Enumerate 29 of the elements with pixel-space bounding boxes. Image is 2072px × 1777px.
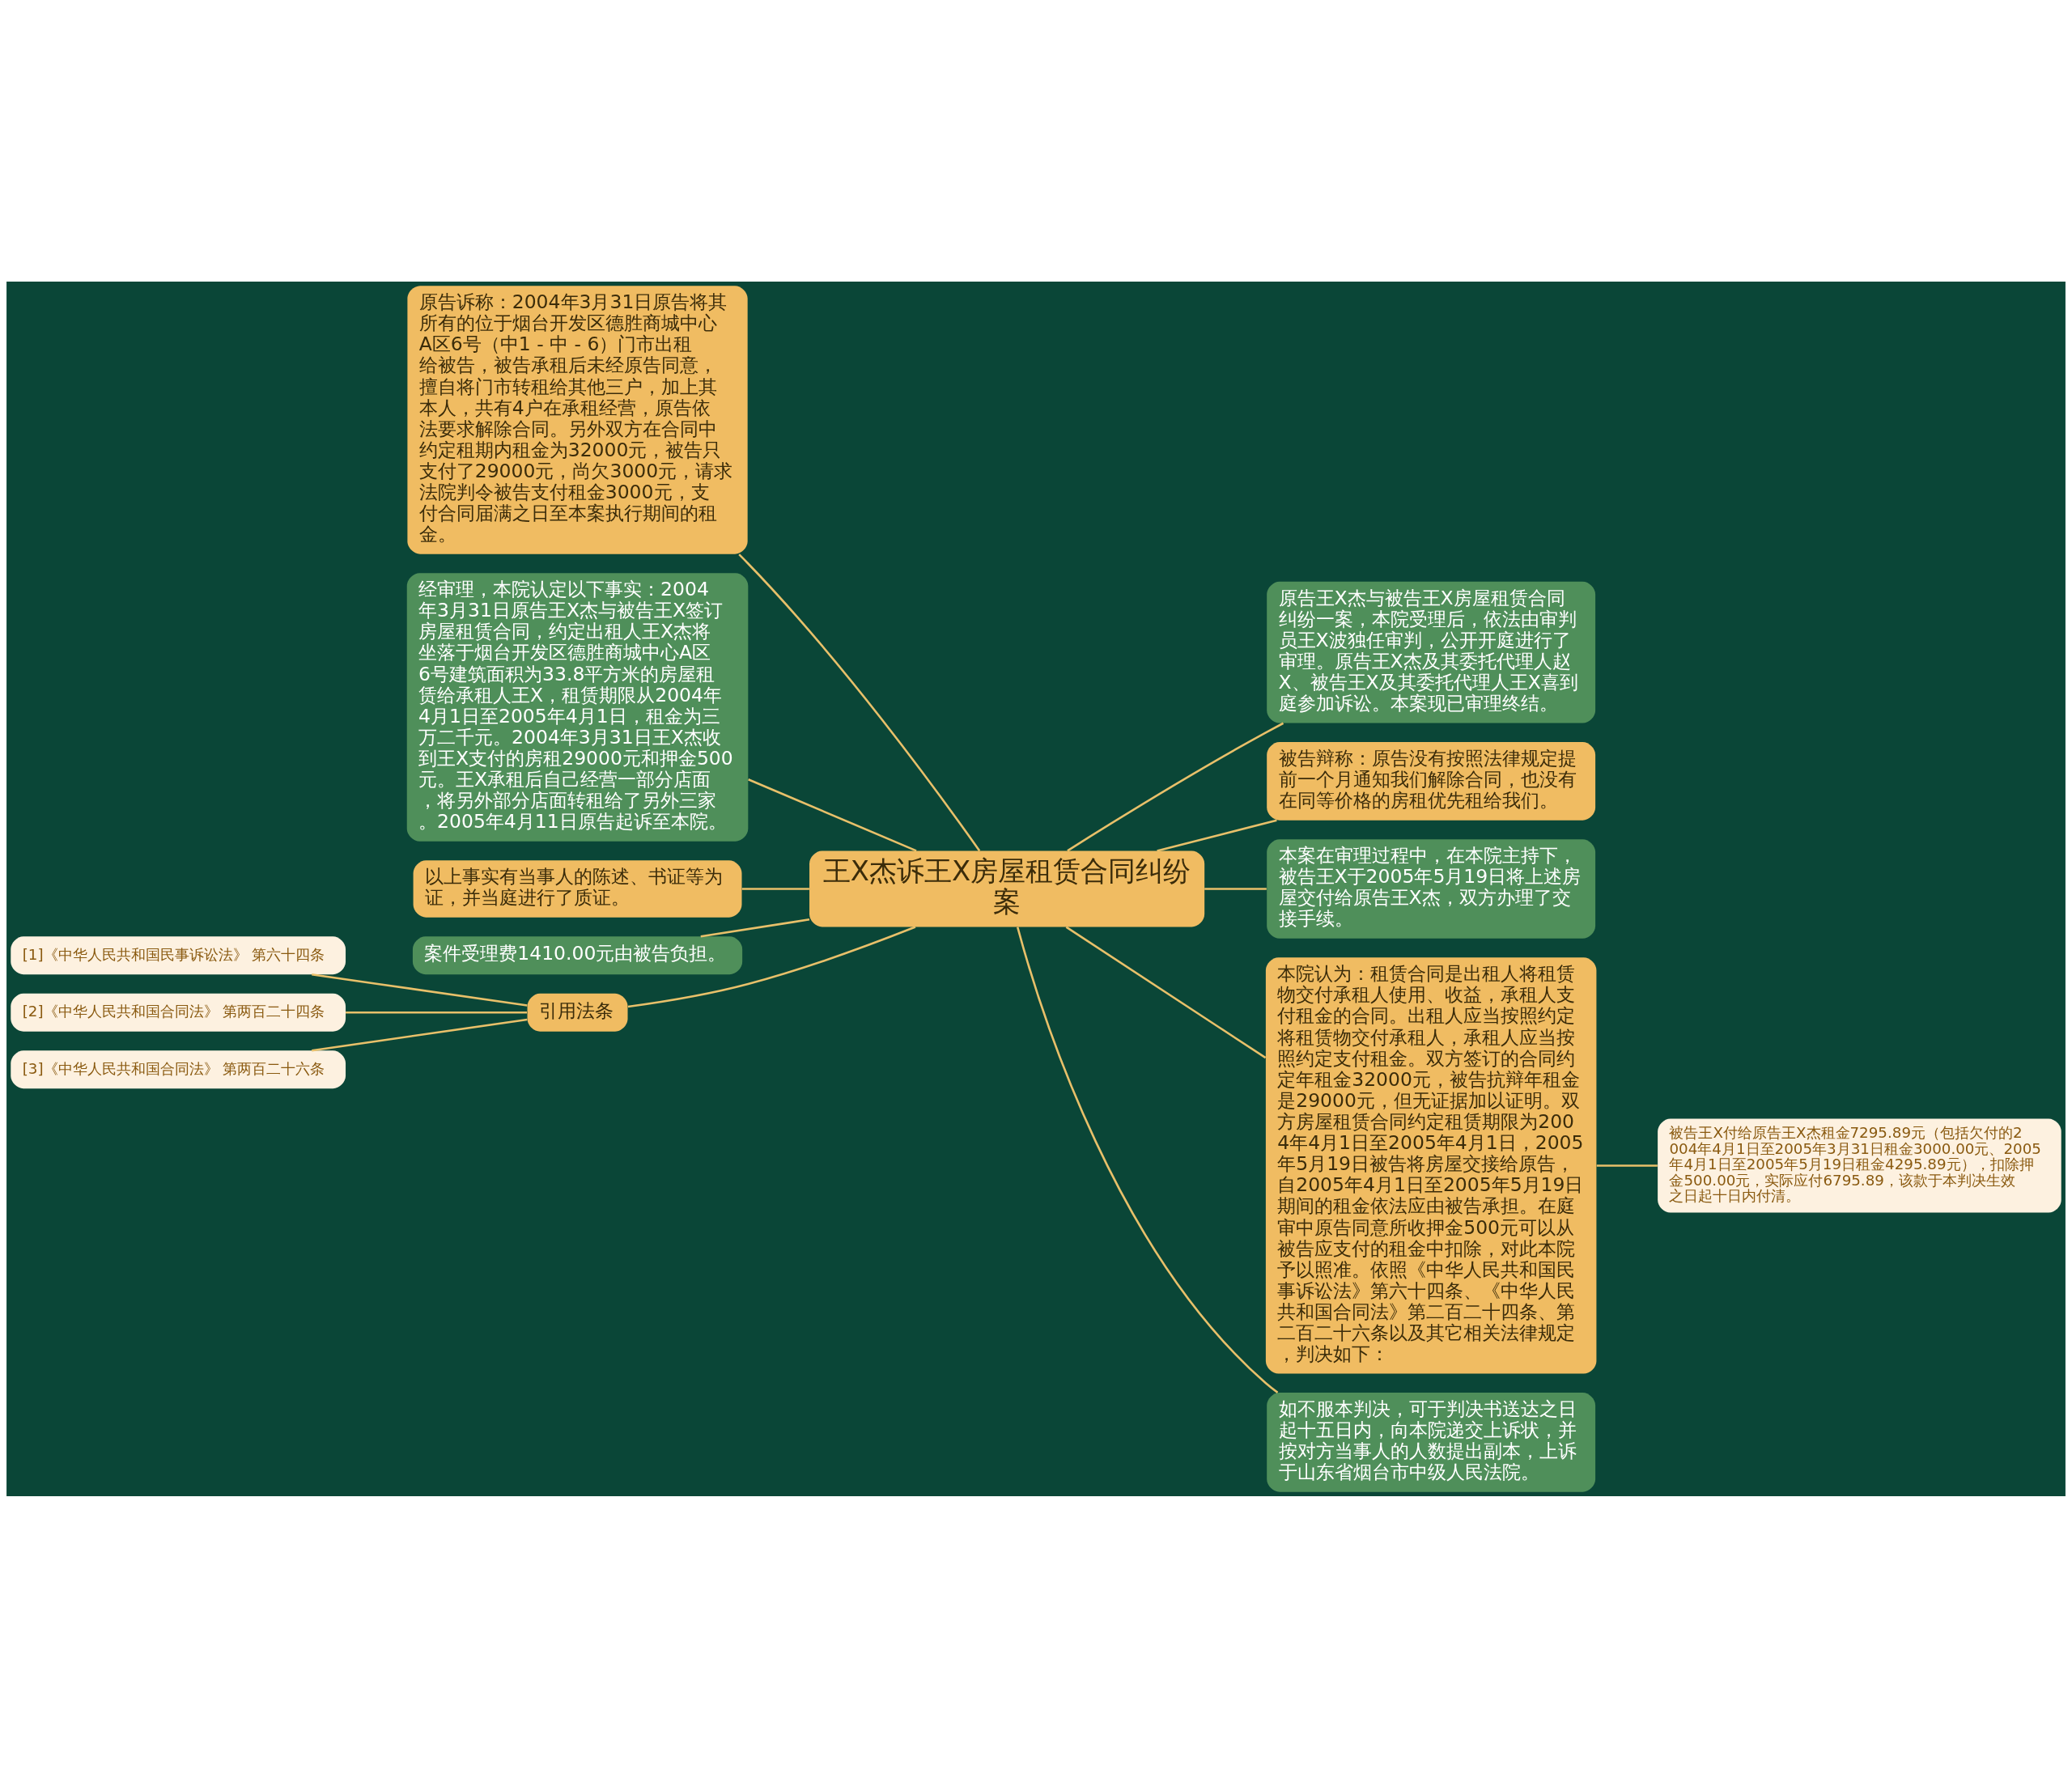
connector <box>312 973 528 1007</box>
node-box: 经审理，本院认定以下事实：2004年3月31日原告王X杰与被告王X签订房屋租赁合同，约定出租人王X杰将坐落于烟台开发区德胜商城中心A区6号建筑面积为33.8平方米的房屋租赁给承租人王X，租赁期限从2004年4月1日至2005年4月1日，租金为三万二千元。2004年3月31日王X杰收到王X支付的房租29000元和押金500元。王X承租后自己经营一部分店面，将另外部分店面转租给了另外三家。2005年4月11日原告起诉至本院。 <box>406 572 749 842</box>
node-box: 以上事实有当事人的陈述、书证等为证，并当庭进行了质证。 <box>413 859 742 918</box>
connector <box>700 918 810 937</box>
node-box: 案件受理费1410.00元由被告负担。 <box>412 935 743 974</box>
connector <box>748 778 917 852</box>
node-box: [2]《中华人民共和国合同法》 第两百二十四条 <box>11 993 346 1032</box>
connector <box>741 887 809 890</box>
connector <box>1157 818 1277 852</box>
node-box: 如不服本判决，可于判决书送达之日起十五日内，向本院递交上诉状，并按对方当事人的人数提出副本，上诉于山东省烟台市中级人民法院。 <box>1267 1392 1596 1492</box>
node-box: 王X杰诉王X房屋租赁合同纠纷案 <box>809 850 1205 927</box>
node-box: [3]《中华人民共和国合同法》 第两百二十六条 <box>11 1050 346 1088</box>
node-box: 原告王X杰与被告王X房屋租赁合同纠纷一案，本院受理后，依法由审判员王X波独任审判，公开开庭进行了审理。原告王X杰及其委托代理人赵X、被告王X及其委托代理人王X喜到庭参加诉讼。本案现已审理终结。 <box>1267 581 1596 723</box>
connector <box>1596 1164 1658 1167</box>
connector <box>1067 722 1284 851</box>
node-box: 本案在审理过程中，在本院主持下，被告王X于2005年5月19日将上述房屋交付给原告王X杰，双方办理了交接手续。 <box>1267 838 1596 939</box>
connector <box>1204 887 1267 890</box>
node-box: 引用法条 <box>527 993 628 1032</box>
node-box: 原告诉称：2004年3月31日原告将其所有的位于烟台开发区德胜商城中心A区6号（中1 - 中 - 6）门市出租给被告，被告承租后未经原告同意，擅自将门市转租给其他三户，加上其本人，共有4户在承租经营，原告依法要求解除合同。另外双方在合同中约定租期内租金为32000元，被告只支付了29000元，尚欠3000元，请求法院判令被告支付租金3000元，支付合同届满之日至本案执行期间的租金。 <box>407 285 748 554</box>
connector <box>738 553 981 851</box>
node-box: 本院认为：租赁合同是出租人将租赁物交付承租人使用、收益，承租人支付租金的合同。出租人应当按照约定将租赁物交付承租人，承租人应当按照约定支付租金。双方签订的合同约定年租金32000元，被告抗辩年租金是29000元，但无证据加以证明。双方房屋租赁合同约定租赁期限为2004年4月1日至2005年4月1日，2005年5月19日被告将房屋交接给原告，自2005年4月1日至2005年5月19日期间的租金依法应由被告承担。在庭审中原告同意所收押金500元可以从被告应支付的租金中扣除，对此本院予以照准。依照《中华人民共和国民事诉讼法》第六十四条、《中华人民共和国合同法》第二百二十四条、第二百二十六条以及其它相关法律规定，判决如下： <box>1265 956 1597 1374</box>
connector <box>312 1018 528 1051</box>
node-box: [1]《中华人民共和国民事诉讼法》 第六十四条 <box>11 935 346 974</box>
connector <box>1016 926 1279 1393</box>
connector <box>346 1011 527 1013</box>
connector <box>1065 926 1267 1058</box>
node-box: 被告辩称：原告没有按照法律规定提前一个月通知我们解除合同，也没有在同等价格的房租优先租给我们。 <box>1267 741 1596 821</box>
connector <box>627 925 916 1007</box>
node-box: 被告王X付给原告王X杰租金7295.89元（包括欠付的2004年4月1日至2005年3月31日租金3000.00元、2005年4月1日至2005年5月19日租金4295.89元），扣除押金500.00元，实际应付6795.89，该款于本判决生效之日起十日内付清。 <box>1658 1118 2061 1213</box>
